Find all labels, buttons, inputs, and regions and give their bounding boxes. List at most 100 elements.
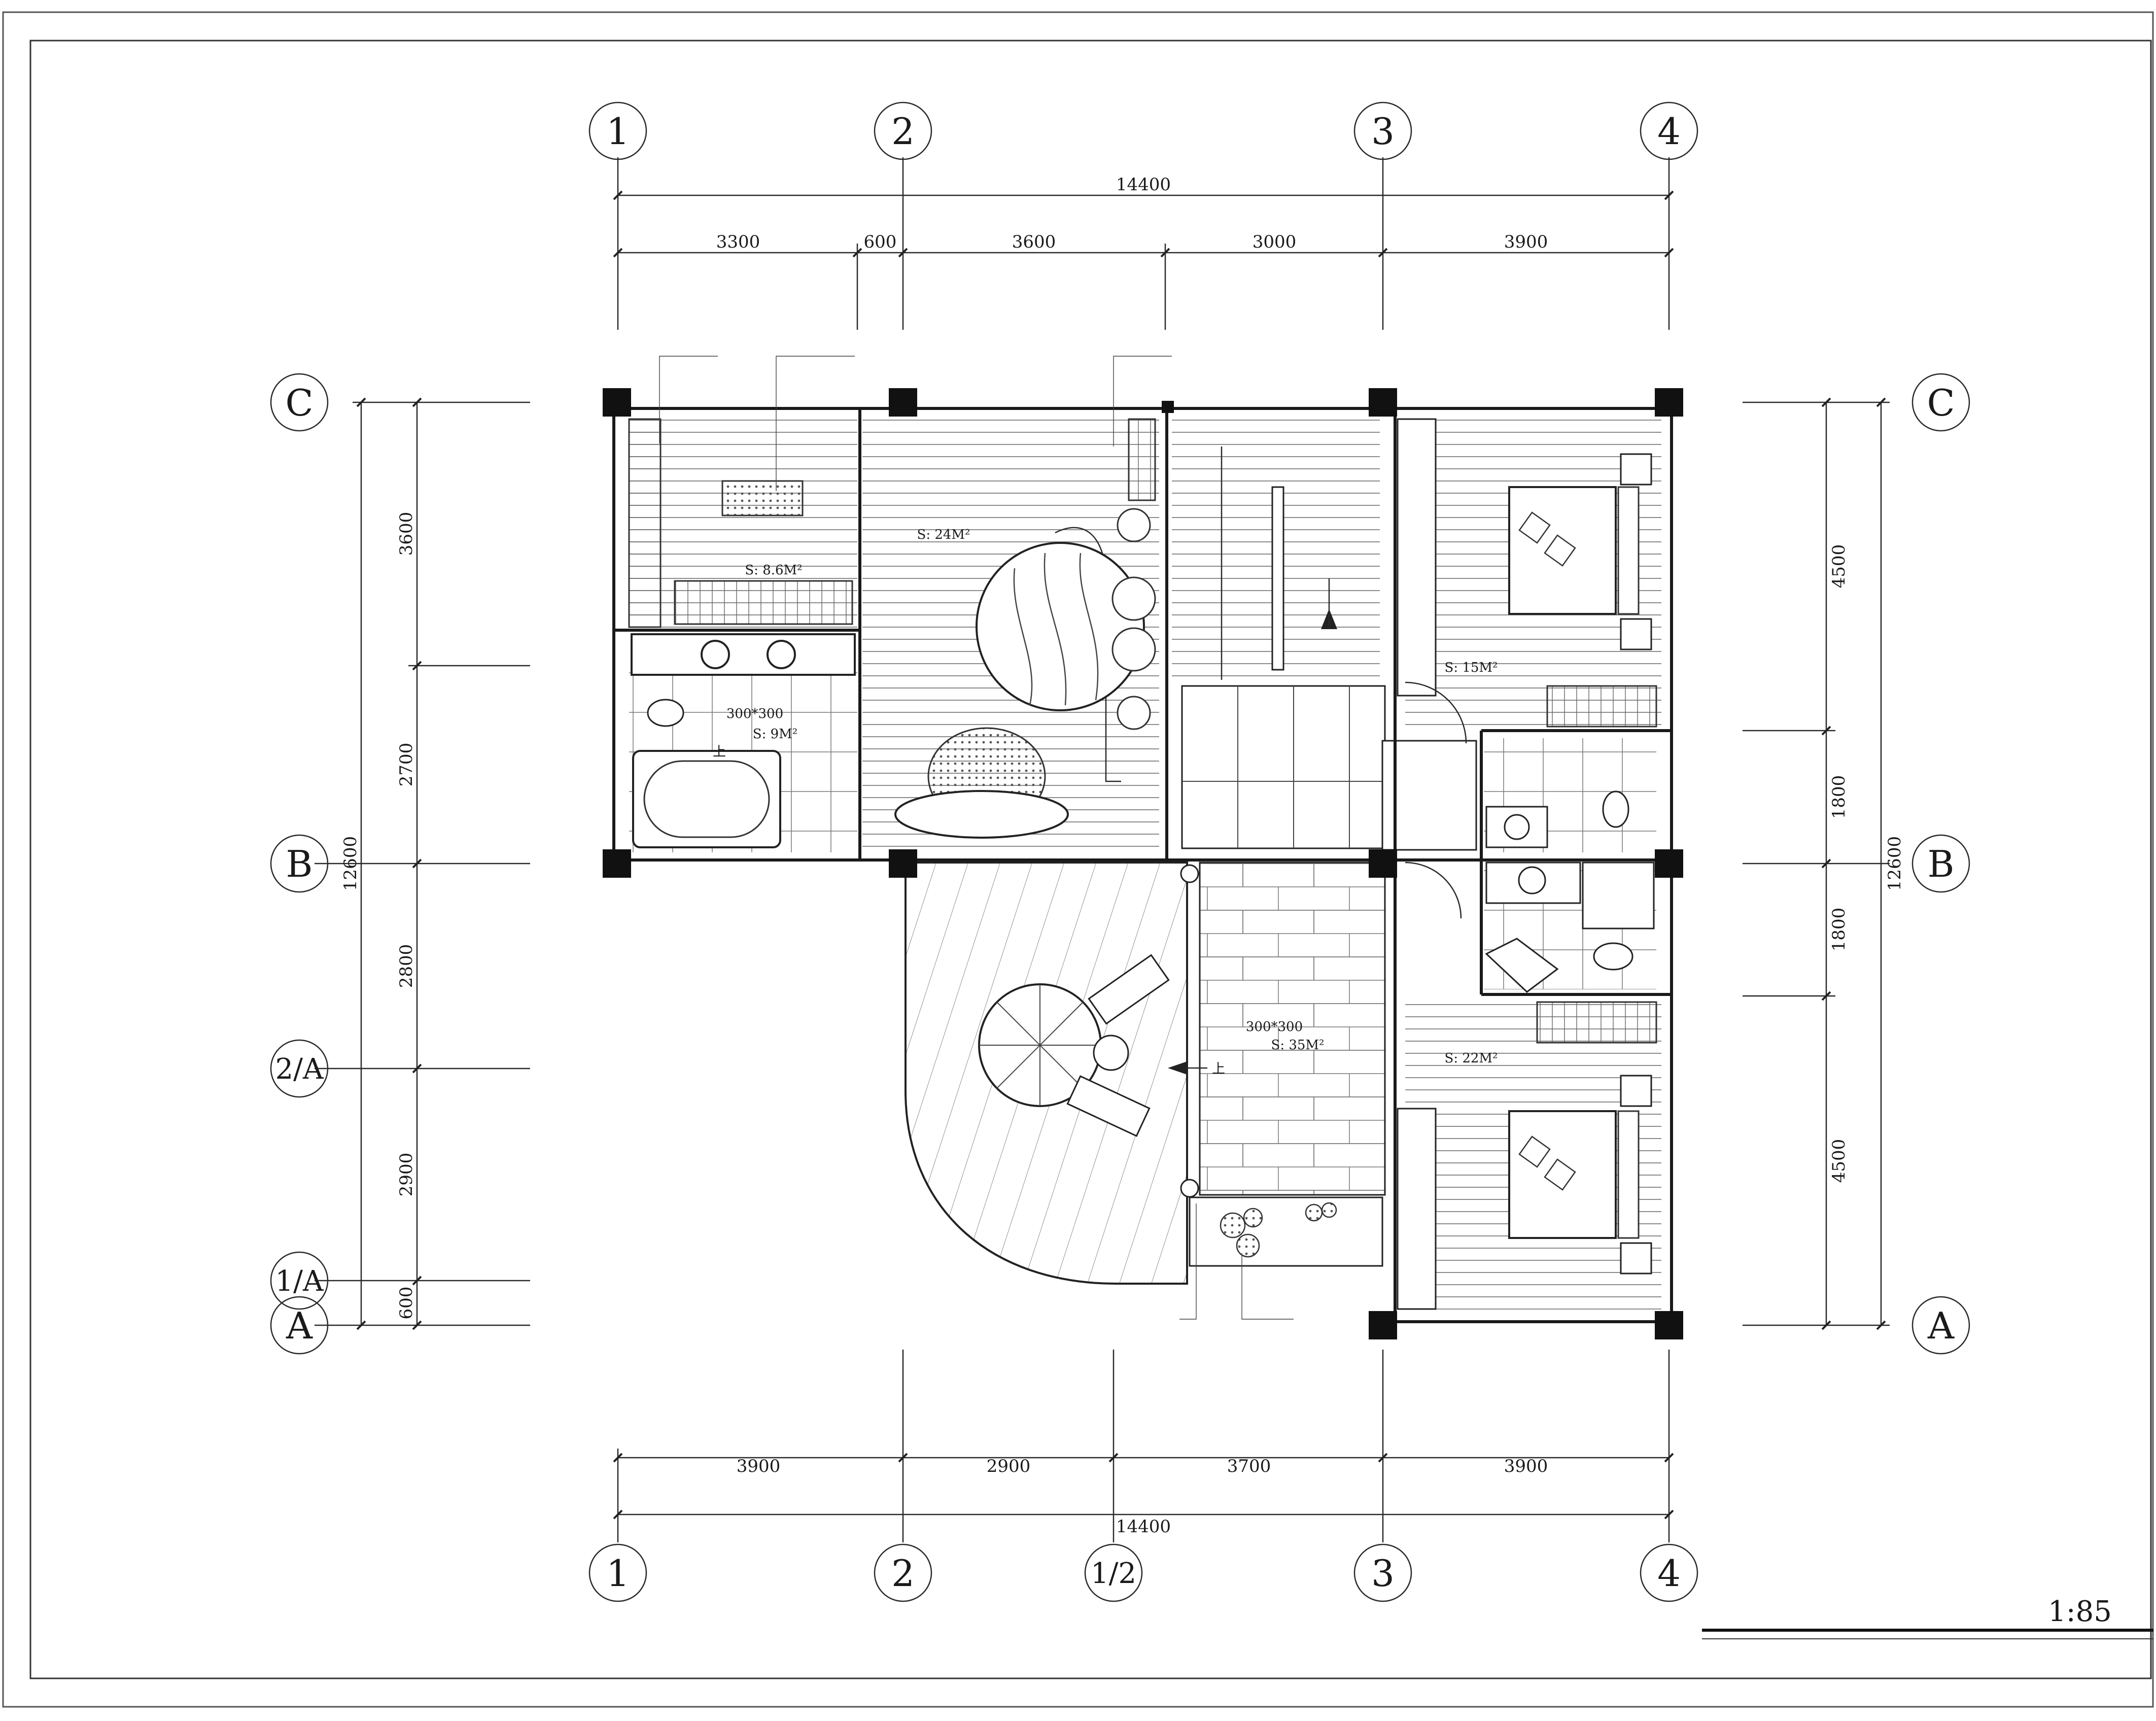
sheet-inner-frame <box>29 40 2152 1679</box>
master-wardrobe-strip <box>1128 418 1156 501</box>
room-label-bath-area: S: 9M² <box>753 727 797 742</box>
ne-nightstand-2 <box>1620 618 1652 650</box>
axis-top-1: 1 <box>606 110 630 153</box>
terrace-planter <box>1189 1196 1383 1267</box>
se-bench <box>1536 1001 1657 1044</box>
se-bath-toilet <box>1593 942 1633 971</box>
bath-sink-1 <box>701 640 730 669</box>
axis-right-a: A <box>1927 1304 1955 1347</box>
se-bath-corner-basin <box>1485 938 1559 993</box>
room-label-terrace-tile: 300*300 <box>1246 1019 1303 1035</box>
dim-left-seg-2: 2700 <box>396 743 416 787</box>
right-axis-bubbles: C B A <box>1911 373 1970 1355</box>
top-axis-bubbles: 1 2 3 4 <box>588 101 1698 160</box>
leader-lines <box>659 356 1294 1320</box>
room-label-se-bedroom-area: S: 22M² <box>1445 1051 1498 1066</box>
dim-bottom-seg-1: 3900 <box>737 1456 781 1476</box>
axis-left-2a: 2/A <box>275 1053 324 1086</box>
bottom-axis-bubbles: 1 2 1/2 3 4 <box>588 1543 1698 1602</box>
terrace-paving <box>1199 862 1386 1196</box>
master-lounge-chair <box>894 790 1069 839</box>
axis-bottom-2: 2 <box>891 1552 915 1595</box>
ne-nightstand-1 <box>1620 453 1652 486</box>
terrace-up-mark: 上 <box>1212 1061 1225 1077</box>
master-stool-4 <box>1117 696 1151 730</box>
axis-bottom-1-2: 1/2 <box>1091 1557 1136 1590</box>
terrace-lounger-1 <box>1088 954 1170 1025</box>
dim-left-seg-4: 2900 <box>396 1153 416 1197</box>
room-label-master-area: S: 24M² <box>917 527 970 542</box>
study-rug <box>721 480 804 517</box>
dim-top-total: 14400 <box>1116 175 1171 195</box>
stair-landing <box>1181 685 1386 849</box>
study-bookshelf <box>628 418 662 628</box>
axis-bottom-1: 1 <box>606 1552 630 1595</box>
axis-top-3: 3 <box>1371 110 1395 153</box>
terrace-side-table <box>1093 1035 1129 1071</box>
dim-bottom-total: 14400 <box>1116 1517 1171 1537</box>
se-nightstand-2 <box>1620 1242 1652 1275</box>
dim-bottom-seg-2: 2900 <box>987 1456 1031 1476</box>
room-label-study-area: S: 8.6M² <box>745 563 802 578</box>
bath-vanity <box>631 633 856 676</box>
room-label-bath-tile: 300*300 <box>726 706 783 721</box>
dim-right-seg-4: 4500 <box>1829 1139 1849 1183</box>
bath-toilet <box>647 699 684 727</box>
dim-right-seg-1: 4500 <box>1829 544 1849 589</box>
axis-right-c: C <box>1927 382 1955 424</box>
dim-right-total: 12600 <box>1885 836 1905 891</box>
dim-top-seg-1: 3300 <box>716 232 760 252</box>
axis-top-2: 2 <box>891 110 915 153</box>
left-dimension-chain: 12600 3600 2700 2800 2900 600 <box>315 397 530 1330</box>
se-nightstand-1 <box>1620 1075 1652 1107</box>
ne-bench <box>1546 685 1657 728</box>
ne-wardrobe <box>1397 418 1437 697</box>
axis-left-a: A <box>286 1304 313 1347</box>
ne-bath-toilet <box>1602 790 1629 828</box>
axis-left-c: C <box>285 382 313 424</box>
axis-right-b: B <box>1928 843 1955 885</box>
stair-handrail <box>1271 486 1284 671</box>
scale-block: 1:85 <box>1702 1595 2153 1639</box>
dim-top-seg-3: 3600 <box>1012 232 1056 252</box>
room-label-ne-bedroom-area: S: 15M² <box>1445 660 1498 675</box>
dim-left-seg-5: 600 <box>396 1287 416 1320</box>
sheet-outer-frame <box>2 11 2154 1708</box>
study-bench <box>674 580 853 625</box>
se-door-swing <box>1405 862 1462 919</box>
se-bath-shower <box>1582 862 1655 930</box>
structural-columns <box>603 388 1683 1339</box>
master-stool-1 <box>1117 508 1151 542</box>
se-bed <box>1508 1110 1617 1239</box>
top-dimension-chain: 14400 3300 600 3600 3000 3900 <box>613 157 1674 330</box>
left-axis-bubbles: C B 2/A 1/A A <box>270 373 329 1355</box>
bottom-dimension-chain: 3900 2900 3700 3900 14400 <box>613 1350 1674 1542</box>
dim-top-seg-4: 3000 <box>1253 232 1297 252</box>
axis-top-4: 4 <box>1657 110 1681 153</box>
master-round-bed <box>976 542 1145 711</box>
bath-sink-2 <box>767 640 796 669</box>
dim-right-seg-2: 1800 <box>1829 775 1849 819</box>
dim-top-seg-5: 3900 <box>1504 232 1548 252</box>
ne-door-swing <box>1405 681 1467 744</box>
dim-left-seg-3: 2800 <box>396 944 416 988</box>
dim-left-seg-1: 3600 <box>396 512 416 556</box>
axis-bottom-4: 4 <box>1657 1552 1681 1595</box>
master-stool-2 <box>1111 576 1156 621</box>
terrace-plants <box>1220 1202 1337 1258</box>
axis-left-1a: 1/A <box>275 1265 324 1298</box>
ne-bed <box>1508 486 1617 615</box>
bath-up-mark: 上 <box>713 744 726 760</box>
terrace-lounger-2 <box>1066 1075 1151 1137</box>
axis-bottom-3: 3 <box>1371 1552 1395 1595</box>
axis-left-b: B <box>286 843 313 885</box>
se-wardrobe <box>1397 1108 1437 1310</box>
room-label-terrace-area: S: 35M² <box>1271 1038 1325 1053</box>
dim-top-seg-2: 600 <box>864 232 897 252</box>
dim-left-total: 12600 <box>340 836 361 891</box>
dim-bottom-seg-3: 3700 <box>1227 1456 1271 1476</box>
right-dimension-chain: 4500 1800 1800 4500 12600 <box>1743 397 1905 1330</box>
master-stool-3 <box>1111 627 1156 672</box>
dim-bottom-seg-4: 3900 <box>1504 1456 1548 1476</box>
